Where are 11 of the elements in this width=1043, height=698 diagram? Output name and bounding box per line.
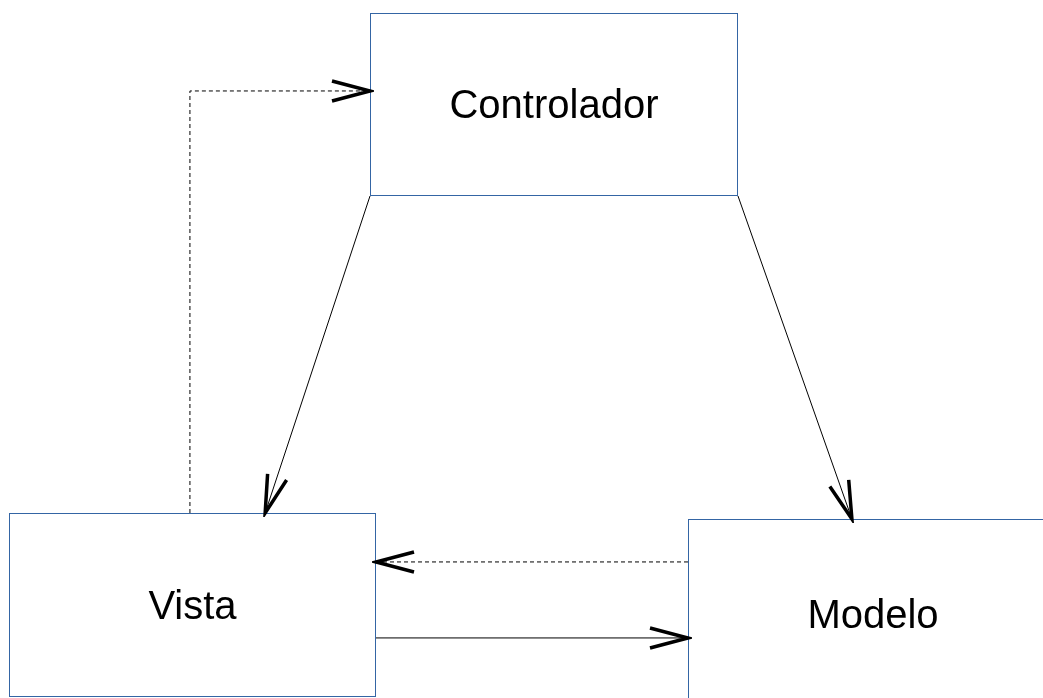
arrow bbox=[189, 79, 372, 514]
process-box bbox=[9, 513, 376, 697]
arrow bbox=[737, 195, 854, 521]
arrow bbox=[375, 626, 690, 650]
process-box bbox=[688, 519, 1043, 698]
process-box bbox=[370, 13, 738, 196]
box-label: Controlador bbox=[449, 82, 659, 127]
box-label: Vista bbox=[148, 582, 237, 628]
arrow bbox=[263, 195, 371, 515]
arrow bbox=[374, 550, 689, 574]
box-label: Modelo bbox=[807, 591, 939, 637]
